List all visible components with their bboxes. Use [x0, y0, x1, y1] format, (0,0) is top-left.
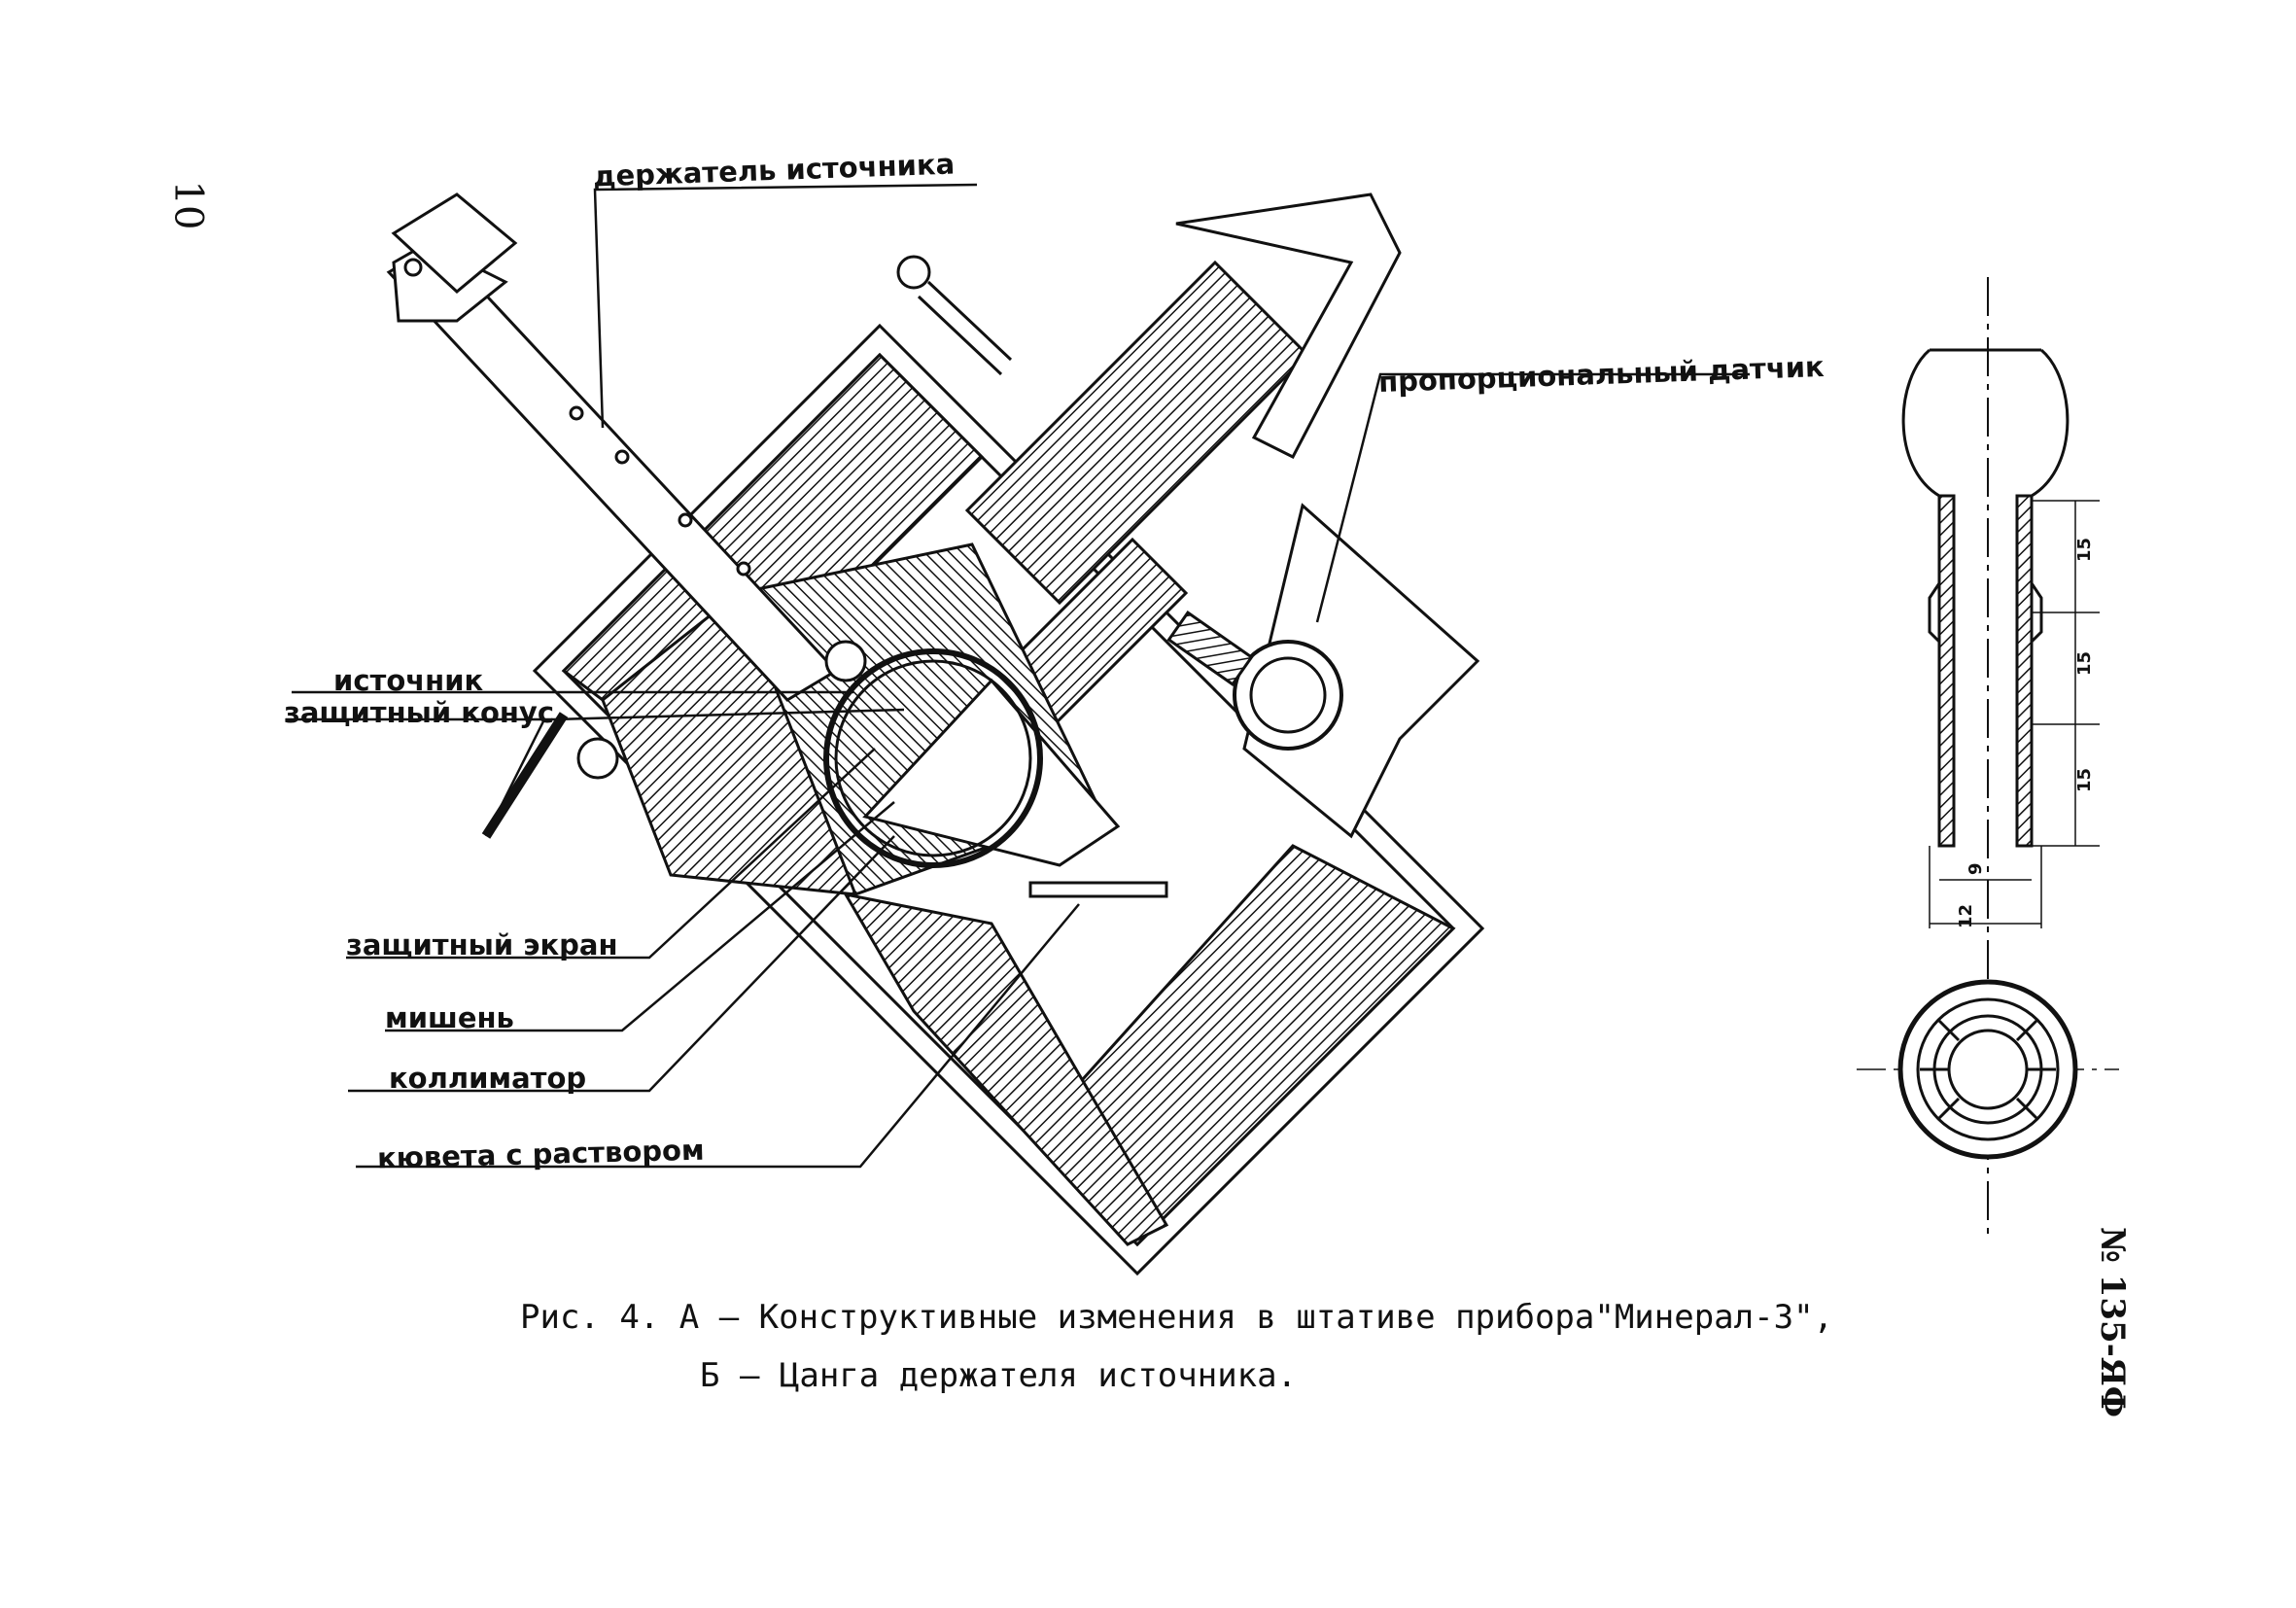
dim-3: 15 [2074, 768, 2095, 792]
dim-2: 15 [2074, 651, 2095, 676]
chamber-ring [823, 648, 1043, 868]
sensor-core [1249, 656, 1327, 734]
dim-width-outer: 12 [1956, 904, 1976, 928]
label-collimator: коллиматор [389, 1062, 587, 1095]
chamber-inner [834, 659, 1032, 857]
label-source: источник [333, 664, 484, 697]
document-code: № 135-ЯФ [2093, 1226, 2133, 1418]
lower-right-wall [1027, 844, 1456, 1247]
collet-end-view [1857, 979, 2119, 1160]
page-number: 10 [165, 180, 211, 230]
collet-wall-right [2015, 494, 2034, 848]
bottom-wall [843, 891, 1169, 1246]
top-pin [896, 255, 1013, 376]
dim-1: 15 [2074, 538, 2095, 562]
dim-width-inner: 9 [1966, 862, 1986, 875]
leader-target [385, 801, 895, 1032]
leader-collimator [348, 835, 895, 1093]
sensor-bracket [1166, 611, 1254, 686]
leader-cone [286, 708, 905, 721]
leader-cuvette [356, 903, 1080, 1169]
label-protective-screen: защитный экран [346, 928, 618, 961]
channel-upper [964, 260, 1310, 606]
cuvette-plate [1028, 881, 1168, 898]
collet-wall-left [1937, 494, 1956, 848]
figure-caption-line-1: Рис. 4. А – Конструктивные изменения в ш… [520, 1298, 1834, 1337]
label-target: мишень [385, 1001, 514, 1034]
leader-holder [593, 183, 978, 429]
leader-sensor [1315, 372, 1750, 623]
left-lever [481, 712, 569, 839]
collet-profile-left [1901, 348, 1956, 848]
collet-profile-right [2015, 348, 2070, 848]
collet-b [1901, 277, 2100, 1235]
leader-screen [346, 748, 876, 960]
source-holder [386, 192, 867, 780]
assembly-a [386, 192, 1485, 1276]
label-protective-cone: защитный конус [284, 696, 555, 729]
channel-cap [1175, 192, 1402, 459]
figure-caption-line-2: Б – Цанга держателя источника. [700, 1356, 1298, 1395]
leader-lines [286, 183, 1750, 1169]
